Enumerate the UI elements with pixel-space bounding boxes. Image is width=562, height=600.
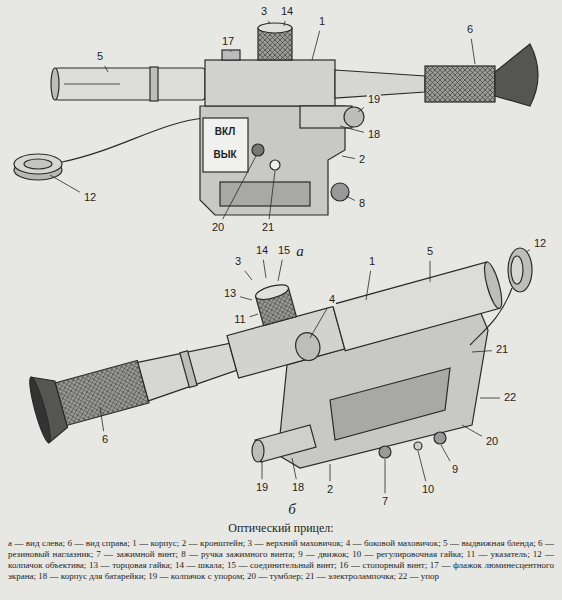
leader-line: [240, 297, 252, 300]
left-view: [14, 23, 538, 215]
callout-number: 1: [318, 16, 326, 28]
leader-line: [366, 271, 371, 300]
leader-line: [330, 464, 331, 481]
switch-label: ВКЛ: [214, 127, 236, 138]
switch-label: ВЫК: [212, 150, 237, 161]
callout-number: 13: [223, 288, 237, 300]
callout-number: 2: [326, 484, 334, 496]
callout-number: 6: [101, 434, 109, 446]
leader-line: [462, 425, 482, 436]
callout-number: 12: [83, 192, 97, 204]
leader-line: [262, 462, 263, 479]
callout-number: 5: [426, 246, 434, 258]
callout-number: 3: [260, 6, 268, 18]
leader-line: [340, 126, 364, 132]
leader-line: [250, 314, 258, 317]
callout-number: 7: [381, 496, 389, 508]
caption-title: Оптический прицел:: [0, 521, 562, 536]
callout-number: 15: [277, 245, 291, 257]
leader-line: [346, 196, 355, 200]
callout-number: 12: [533, 238, 547, 250]
caption-text: а — вид слева; б — вид справа; 1 — корпу…: [8, 538, 554, 582]
callout-number: 21: [495, 344, 509, 356]
leader-line: [268, 21, 270, 24]
callout-number: 2: [358, 154, 366, 166]
leader-line: [441, 445, 450, 461]
leader-line: [418, 451, 426, 481]
callout-number: 14: [280, 6, 294, 18]
view-letter: а: [295, 244, 305, 260]
callout-number: 14: [255, 245, 269, 257]
leader-line: [245, 271, 252, 280]
leader-line: [471, 39, 475, 64]
leader-line: [526, 250, 530, 252]
leader-line: [269, 171, 275, 219]
callout-number: 20: [211, 222, 225, 234]
callout-number: 10: [421, 484, 435, 496]
callout-number: 22: [503, 392, 517, 404]
callout-number: 17: [221, 36, 235, 48]
leader-line: [278, 260, 282, 281]
leader-line: [472, 351, 492, 352]
callout-number: 18: [367, 129, 381, 141]
leader-line: [230, 51, 231, 52]
leader-line: [284, 21, 285, 26]
callout-number: 18: [291, 482, 305, 494]
leader-line: [385, 459, 386, 493]
callout-number: 3: [234, 256, 242, 268]
leader-line: [310, 309, 327, 338]
leader-line: [480, 398, 500, 399]
leader-line: [312, 31, 320, 60]
leader-line: [105, 66, 108, 72]
callout-number: 8: [358, 198, 366, 210]
callout-number: 19: [367, 94, 381, 106]
view-letter: б: [287, 502, 297, 518]
leader-line: [342, 156, 355, 159]
leader-line: [263, 260, 266, 278]
leader-line: [50, 175, 80, 192]
leader-line: [358, 108, 364, 112]
callout-number: 19: [255, 482, 269, 494]
right-view: [20, 228, 532, 468]
callout-number: 20: [485, 436, 499, 448]
callout-number: 4: [328, 294, 336, 306]
callout-number: 9: [451, 464, 459, 476]
callout-number: 6: [466, 24, 474, 36]
callout-number: 11: [233, 314, 246, 326]
leader-line: [223, 156, 256, 219]
leader-line: [430, 261, 431, 282]
leader-line: [100, 407, 104, 431]
callout-number: 1: [368, 256, 376, 268]
callout-number: 21: [261, 222, 275, 234]
callout-number: 5: [96, 51, 104, 63]
leader-line: [292, 458, 296, 479]
